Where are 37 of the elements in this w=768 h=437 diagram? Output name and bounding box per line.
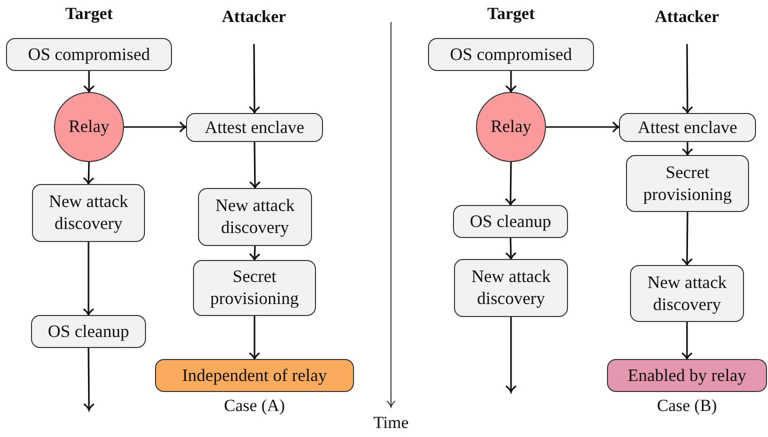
node-text: Secret provisioning — [642, 162, 733, 206]
node-text: OS cleanup — [470, 210, 552, 232]
column-heading: Attacker — [654, 7, 720, 27]
node-text: Relay — [68, 116, 110, 138]
process-box — [453, 205, 568, 238]
node-text: OS compromised — [28, 44, 150, 66]
process-box — [428, 38, 594, 71]
process-box — [198, 188, 312, 246]
node-text: Attest enclave — [638, 116, 738, 138]
node-text: Relay — [490, 116, 532, 138]
node-text: OS cleanup — [48, 320, 130, 342]
column-heading: Attacker — [222, 7, 286, 27]
node-text: Independent of relay — [182, 364, 327, 386]
node-text: New attack discovery — [646, 272, 728, 316]
node-text: New attack discovery — [470, 266, 552, 310]
node-text: New attack discovery — [48, 191, 130, 235]
node-text: OS compromised — [450, 44, 572, 66]
node-text: Enabled by relay — [628, 364, 746, 386]
process-box — [630, 265, 744, 322]
process-box — [155, 359, 354, 392]
column-heading: Target — [65, 4, 113, 24]
process-box — [31, 315, 146, 348]
process-box — [186, 113, 323, 142]
process-box — [626, 155, 749, 212]
column-heading: Target — [487, 4, 535, 24]
node-text: Attest enclave — [204, 116, 304, 138]
node-text: Secret provisioning — [209, 266, 300, 310]
case-caption: Case (B) — [657, 396, 717, 416]
process-box — [32, 184, 145, 242]
axis-label: Time — [373, 413, 409, 433]
node-text: New attack discovery — [214, 195, 296, 239]
process-box — [6, 38, 172, 71]
case-caption: Case (A) — [224, 396, 285, 416]
process-box — [193, 260, 316, 316]
process-box — [619, 113, 756, 142]
process-box — [454, 259, 568, 317]
process-box — [607, 359, 767, 392]
